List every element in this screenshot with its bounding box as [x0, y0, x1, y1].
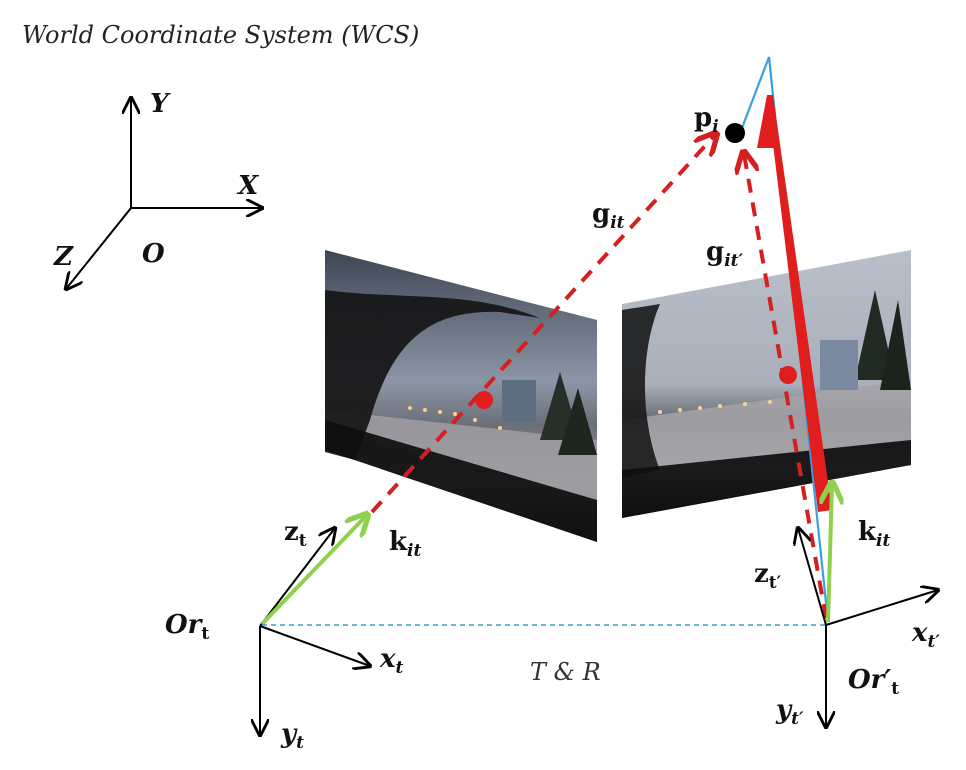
right-camera-frame: kit zt′ xt′ Or′t yt′ — [754, 485, 940, 729]
baseline-label: T & R — [530, 658, 601, 686]
right-z-label: zt′ — [754, 559, 782, 593]
right-origin-label: Or′t — [848, 665, 899, 699]
right-x-axis — [825, 590, 938, 626]
left-x-axis — [259, 625, 370, 666]
ray-g-itp — [744, 154, 828, 619]
wcs-x-label: X — [236, 171, 260, 201]
right-x-label: xt′ — [911, 618, 940, 652]
left-x-label: xt — [379, 644, 404, 678]
wcs-axes: Y X Z O — [53, 89, 262, 289]
wcs-title: World Coordinate System (WCS) — [22, 21, 419, 49]
left-y-label: yt — [280, 719, 304, 753]
left-z-label: zt — [284, 517, 307, 551]
left-k-arrow — [260, 516, 366, 626]
left-image-point — [475, 391, 493, 409]
wcs-z-label: Z — [53, 242, 74, 272]
wcs-z-axis — [66, 207, 132, 289]
wcs-origin-label: O — [142, 239, 165, 269]
ray-g-it — [370, 135, 715, 514]
g-it-label: git — [592, 199, 625, 233]
left-z-axis — [259, 528, 335, 627]
right-image-plane — [622, 250, 911, 518]
left-origin-label: Ort — [165, 610, 209, 644]
left-k-label: kit — [389, 527, 421, 561]
wcs-y-label: Y — [150, 89, 171, 119]
right-k-arrow — [828, 485, 832, 623]
g-itp-label: git′ — [706, 237, 743, 271]
point-p-i-label: pi — [694, 103, 719, 137]
right-k-label: kit — [858, 517, 890, 551]
right-z-axis — [798, 528, 827, 626]
left-image-plane — [325, 250, 597, 542]
right-y-label: yt′ — [775, 695, 804, 729]
left-camera-frame: Ort zt xt yt kit — [165, 516, 421, 753]
red-wedge — [767, 95, 832, 512]
point-p-i — [725, 123, 745, 143]
epipolar-blue-line — [740, 56, 830, 623]
